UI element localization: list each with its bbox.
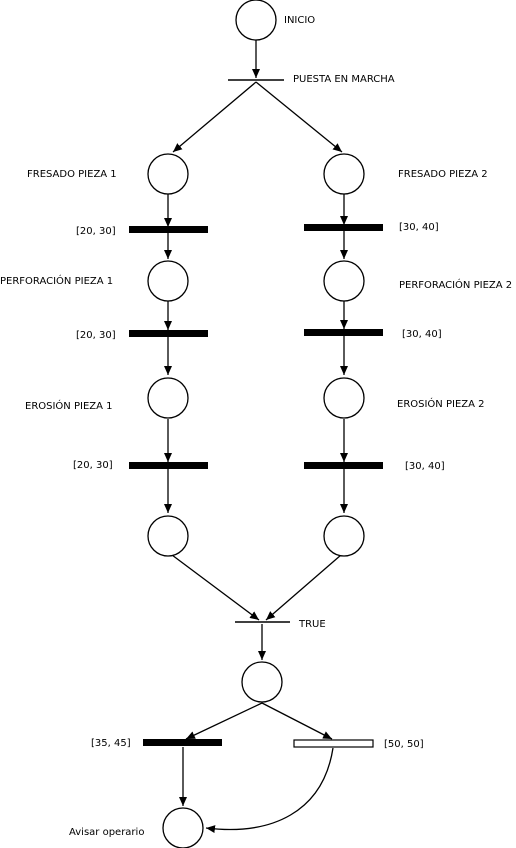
label-perforacion-1: PERFORACIÓN PIEZA 1: [0, 274, 113, 287]
interval-left-perforacion: [20, 30]: [76, 330, 116, 341]
place-avisar-operario: [162, 807, 204, 848]
label-puesta-en-marcha: PUESTA EN MARCHA: [293, 74, 395, 85]
interval-left-fresado: [20, 30]: [76, 226, 116, 237]
place-inicio: [235, 0, 277, 41]
label-erosion-1: EROSIÓN PIEZA 1: [25, 399, 113, 412]
label-fresado-2: FRESADO PIEZA 2: [398, 169, 488, 180]
interval-alarm-left: [35, 45]: [91, 738, 131, 749]
label-inicio: INICIO: [284, 15, 315, 26]
transition-fresado-2: [304, 224, 383, 231]
transition-erosion-1: [129, 462, 208, 469]
place-erosion-2: [323, 377, 365, 419]
arc-place1-to-true: [171, 554, 260, 621]
arc-place2-to-true: [265, 554, 342, 621]
labels: INICIO PUESTA EN MARCHA FRESADO PIEZA 1 …: [0, 15, 512, 838]
label-true: TRUE: [298, 619, 326, 630]
interval-right-perforacion: [30, 40]: [402, 329, 442, 340]
arc-alarm-right-to-avisar: [205, 747, 334, 834]
label-avisar-operario: Avisar operario: [69, 827, 144, 838]
label-erosion-2: EROSIÓN PIEZA 2: [397, 397, 485, 410]
arc-place-to-alarm-left: [185, 702, 263, 740]
transition-alarm-left: [143, 739, 222, 746]
place-done-1: [147, 515, 189, 557]
interval-right-fresado: [30, 40]: [399, 222, 439, 233]
transition-perforacion-2: [304, 329, 383, 336]
label-fresado-1: FRESADO PIEZA 1: [27, 169, 117, 180]
place-perforacion-1: [147, 260, 189, 302]
transitions: [129, 79, 383, 748]
arc-place-to-alarm-right: [261, 702, 333, 740]
interval-left-erosion: [20, 30]: [73, 460, 113, 471]
transition-erosion-2: [304, 462, 383, 469]
place-done-2: [323, 515, 365, 557]
transition-perforacion-1: [129, 330, 208, 337]
label-perforacion-2: PERFORACIÓN PIEZA 2: [399, 278, 512, 291]
place-fresado-2: [323, 153, 365, 195]
interval-right-erosion: [30, 40]: [405, 461, 445, 472]
place-after-true: [241, 661, 283, 703]
place-erosion-1: [147, 377, 189, 419]
arcs: [164, 40, 348, 834]
transition-fresado-1: [129, 226, 208, 233]
arc-puesta-to-fresado2: [255, 81, 343, 153]
places: [147, 0, 365, 848]
place-perforacion-2: [323, 260, 365, 302]
arc-puesta-to-fresado1: [172, 81, 257, 153]
place-fresado-1: [147, 153, 189, 195]
interval-alarm-right: [50, 50]: [384, 739, 424, 750]
transition-alarm-right: [293, 739, 374, 748]
